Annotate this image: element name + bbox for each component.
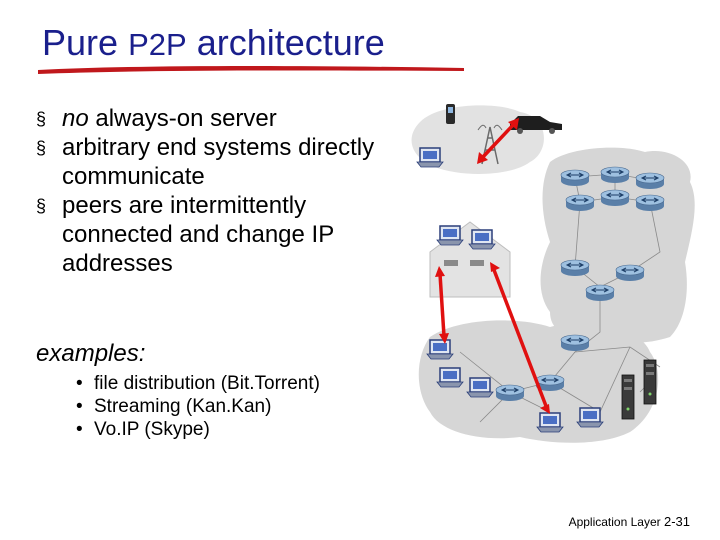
p2p-network-diagram bbox=[411, 104, 695, 443]
bullet-dot-icon: • bbox=[76, 373, 83, 394]
peer-arrow bbox=[492, 269, 548, 407]
example-item: • Streaming (Kan.Kan) bbox=[76, 395, 336, 418]
router-icon bbox=[600, 166, 630, 184]
laptop-icon bbox=[436, 367, 464, 388]
arrowhead-icon bbox=[477, 152, 488, 164]
laptop-icon bbox=[536, 412, 564, 433]
page-number: 2-31 bbox=[663, 514, 690, 529]
bullet-item: § arbitrary end systems directly communi… bbox=[36, 133, 376, 191]
laptop-icon bbox=[468, 229, 496, 250]
example-text: Streaming (Kan.Kan) bbox=[94, 396, 272, 417]
car-icon bbox=[510, 116, 562, 134]
bullet-item: § no always-on server bbox=[36, 104, 376, 133]
router-icon bbox=[565, 194, 595, 212]
laptop-icon bbox=[576, 407, 604, 428]
laptop-icon bbox=[436, 225, 464, 246]
bullet-item: § peers are intermittently connected and… bbox=[36, 191, 376, 278]
arrowhead-icon bbox=[435, 266, 445, 277]
router-icon bbox=[560, 334, 590, 352]
arrowhead-icon bbox=[490, 262, 500, 272]
square-bullet-icon: § bbox=[36, 138, 47, 158]
peer-arrows bbox=[435, 118, 550, 414]
router-icon bbox=[585, 284, 615, 302]
bullet-dot-icon: • bbox=[76, 419, 83, 440]
example-text: Vo.IP (Skype) bbox=[94, 419, 210, 440]
laptop-icon bbox=[416, 147, 444, 168]
modem-icon bbox=[470, 260, 484, 266]
title-rest: architecture bbox=[196, 22, 385, 63]
peer-arrow bbox=[480, 122, 516, 160]
title-main: Pure bbox=[42, 22, 119, 63]
laptop-icon bbox=[466, 377, 494, 398]
router-icon bbox=[495, 384, 525, 402]
peer-arrow bbox=[438, 273, 446, 337]
examples-list: • file distribution (Bit.Torrent) • Stre… bbox=[76, 372, 336, 441]
arrowhead-icon bbox=[508, 118, 519, 130]
slide-title: Pure P2P architecture bbox=[42, 22, 385, 64]
examples-label: examples: bbox=[36, 340, 146, 367]
bullet-text: always-on server bbox=[88, 105, 277, 132]
square-bullet-icon: § bbox=[36, 196, 47, 216]
server-icon bbox=[643, 359, 657, 405]
example-item: • file distribution (Bit.Torrent) bbox=[76, 372, 336, 395]
modem-icon bbox=[444, 260, 458, 266]
server-icon bbox=[621, 374, 635, 420]
bullet-emphasis: no bbox=[62, 105, 89, 132]
arrowhead-icon bbox=[540, 404, 550, 414]
square-bullet-icon: § bbox=[36, 109, 47, 129]
example-text: file distribution (Bit.Torrent) bbox=[94, 373, 320, 394]
router-icon bbox=[600, 189, 630, 207]
router-icon bbox=[560, 169, 590, 187]
bullet-text: arbitrary end systems directly communica… bbox=[62, 134, 375, 190]
router-icon bbox=[615, 264, 645, 282]
laptop-icon bbox=[426, 339, 454, 360]
slide-footer: Application Layer 2-31 bbox=[569, 514, 690, 529]
example-item: • Vo.IP (Skype) bbox=[76, 418, 336, 441]
footer-label: Application Layer bbox=[568, 515, 661, 529]
title-underline bbox=[38, 65, 464, 74]
arrowhead-icon bbox=[439, 333, 449, 344]
bullet-list: § no always-on server § arbitrary end sy… bbox=[36, 104, 376, 278]
bullet-dot-icon: • bbox=[76, 396, 83, 417]
bullet-text: peers are intermittently connected and c… bbox=[62, 192, 334, 277]
phone-icon bbox=[446, 104, 455, 124]
title-acronym: P2P bbox=[128, 27, 187, 62]
router-icon bbox=[635, 172, 665, 190]
router-icon bbox=[560, 259, 590, 277]
router-icon bbox=[635, 194, 665, 212]
